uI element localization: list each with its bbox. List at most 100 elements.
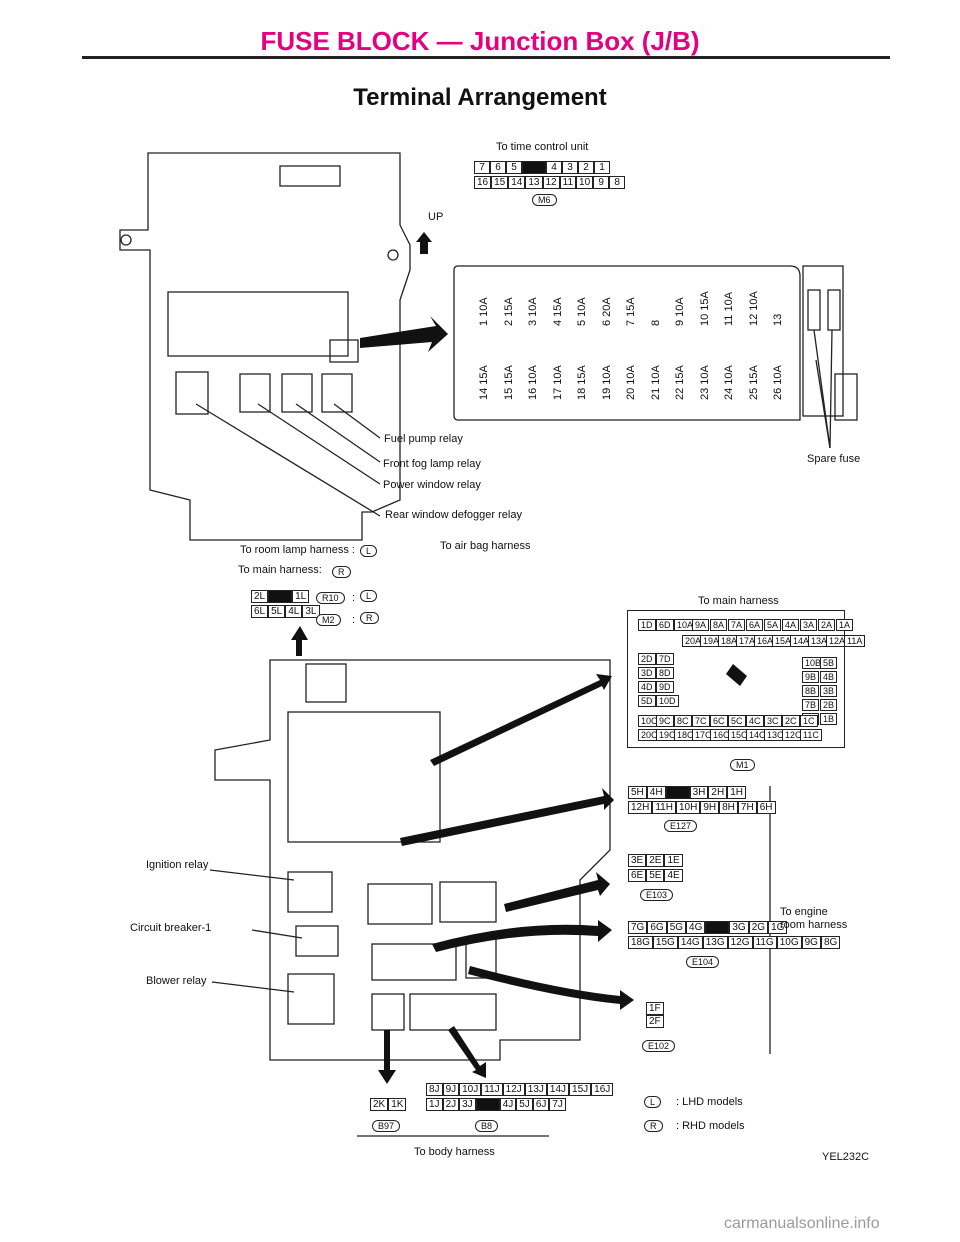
- fuse-bottom: 15 15A: [502, 365, 515, 400]
- e104-bottom-pin: 14G: [677, 936, 703, 949]
- m1-pin: 8A: [710, 619, 728, 631]
- fuse-bottom: 17 10A: [551, 365, 564, 400]
- r10-bottom-pin: 4L: [285, 605, 303, 618]
- e102-pins-pin: 2F: [646, 1015, 664, 1028]
- fuse-top: 9 10A: [674, 297, 686, 326]
- m1-pin: 13C: [764, 729, 787, 741]
- badge-R: R: [332, 566, 351, 578]
- fuse-bottom: 20 10A: [625, 365, 637, 400]
- e104-top-pin: 7G: [628, 921, 648, 934]
- b8-bottom-pin: 2J: [442, 1098, 460, 1111]
- b8-top-pin: 11J: [481, 1083, 503, 1096]
- m1-pin: 4C: [746, 715, 764, 727]
- fuse-top: 12 10A: [747, 291, 760, 326]
- e127-top-pin: 4H: [646, 786, 666, 799]
- m1-pin: 4A: [782, 619, 800, 631]
- b8-top-pin: 13J: [524, 1083, 547, 1096]
- relay-label-fuel-pump: Fuel pump relay: [384, 433, 463, 445]
- e102-pins-pin: 1F: [646, 1002, 664, 1015]
- up-label: UP: [428, 211, 444, 223]
- e104-top-pin: 1G: [768, 921, 788, 934]
- b8-top-pin: 10J: [459, 1083, 482, 1096]
- tcu-bottom-pin: 11: [559, 176, 577, 189]
- fuse-bottom: 16 10A: [527, 365, 539, 400]
- m1-pin: 5B: [820, 657, 838, 669]
- fuse-top: 3 10A: [527, 297, 539, 326]
- spare-fuse-label: Spare fuse: [807, 453, 861, 465]
- legend-L: L: [644, 1096, 662, 1108]
- connector-e103: E103: [640, 889, 674, 901]
- fuse-top: 4 15A: [551, 297, 564, 326]
- fuse-bottom: 21 10A: [649, 365, 662, 400]
- m1-pin: 1A: [836, 619, 854, 631]
- engine-room-label: To engine room harness: [780, 906, 848, 932]
- b97-pins-pin: 1K: [388, 1098, 407, 1111]
- connector-b97: B97: [372, 1120, 401, 1132]
- m1-pin: 1D: [638, 619, 656, 631]
- e103-top-pin: 2E: [646, 854, 665, 867]
- e104-top-pin: 2G: [748, 921, 769, 934]
- fuse-top: 10 15A: [698, 291, 711, 326]
- fuse-bottom: 25 15A: [747, 365, 760, 400]
- connector-e104: E104: [686, 956, 720, 968]
- e104-bottom-pin: 12G: [727, 936, 753, 949]
- tcu-bottom-pin: 15: [491, 176, 509, 189]
- m1-pin: 3D: [638, 667, 656, 679]
- e104-bottom-pin: 18G: [628, 936, 653, 949]
- e104-top-pin: 5G: [666, 921, 687, 934]
- tcu-top-pin: 1: [594, 161, 610, 174]
- fuse-bottom: 23 10A: [698, 365, 711, 400]
- m1-pin: 7B: [802, 699, 820, 711]
- m1-pin: 11A: [844, 635, 866, 647]
- colon-r10: :: [352, 592, 356, 604]
- tcu-top-pin: 2: [578, 161, 594, 174]
- b8-top-pin: 8J: [426, 1083, 443, 1096]
- e127-bottom-pin: 10H: [675, 801, 701, 814]
- watermark: carmanualsonline.info: [724, 1215, 880, 1232]
- e127-top-pin: 2H: [708, 786, 728, 799]
- r10-bottom-pin: 6L: [251, 605, 269, 618]
- e104-top-pin: 6G: [647, 921, 667, 934]
- b8-top-pin: 16J: [591, 1083, 614, 1096]
- legend-lhd: : LHD models: [676, 1096, 743, 1108]
- b8-top-pin: 15J: [569, 1083, 592, 1096]
- r10-bottom-pin: 3L: [302, 605, 320, 618]
- page-title: Terminal Arrangement: [353, 84, 607, 111]
- m1-pin: 1B: [820, 713, 838, 725]
- fuse-top: 1 10A: [478, 297, 490, 326]
- room-lamp-label: To room lamp harness :: [240, 544, 355, 556]
- b8-bottom-pin: 5J: [516, 1098, 533, 1111]
- e127-bottom-pin: 9H: [700, 801, 720, 814]
- e103-top-pin: 3E: [628, 854, 647, 867]
- fuse-top: 7 15A: [625, 297, 637, 326]
- m1-pin: 2B: [820, 699, 838, 711]
- fuse-top: 2 15A: [502, 297, 515, 326]
- e127-top-pin: 5H: [628, 786, 647, 799]
- m1-pin: 19A: [700, 635, 723, 647]
- e127-bottom-pin: 11H: [652, 801, 676, 814]
- tcu-top-pin: 7: [474, 161, 490, 174]
- fuse-bottom: 26 10A: [772, 365, 784, 400]
- m1-pin: 8C: [674, 715, 692, 727]
- m1-pin: 5A: [764, 619, 782, 631]
- e127-bottom-pin: 12H: [628, 801, 653, 814]
- connector-m2: M2: [316, 614, 341, 626]
- fuse-bottom: 14 15A: [478, 365, 490, 400]
- m1-pin: 8D: [656, 667, 674, 679]
- e104-bottom-pin: 9G: [801, 936, 821, 949]
- m1-pin: 2C: [782, 715, 800, 727]
- fuse-bottom: 24 10A: [723, 365, 735, 400]
- m1-pin: 2A: [818, 619, 836, 631]
- body-harness-label: To body harness: [414, 1146, 495, 1158]
- fuse-top: 13: [772, 313, 784, 326]
- m1-pin: 4B: [820, 671, 838, 683]
